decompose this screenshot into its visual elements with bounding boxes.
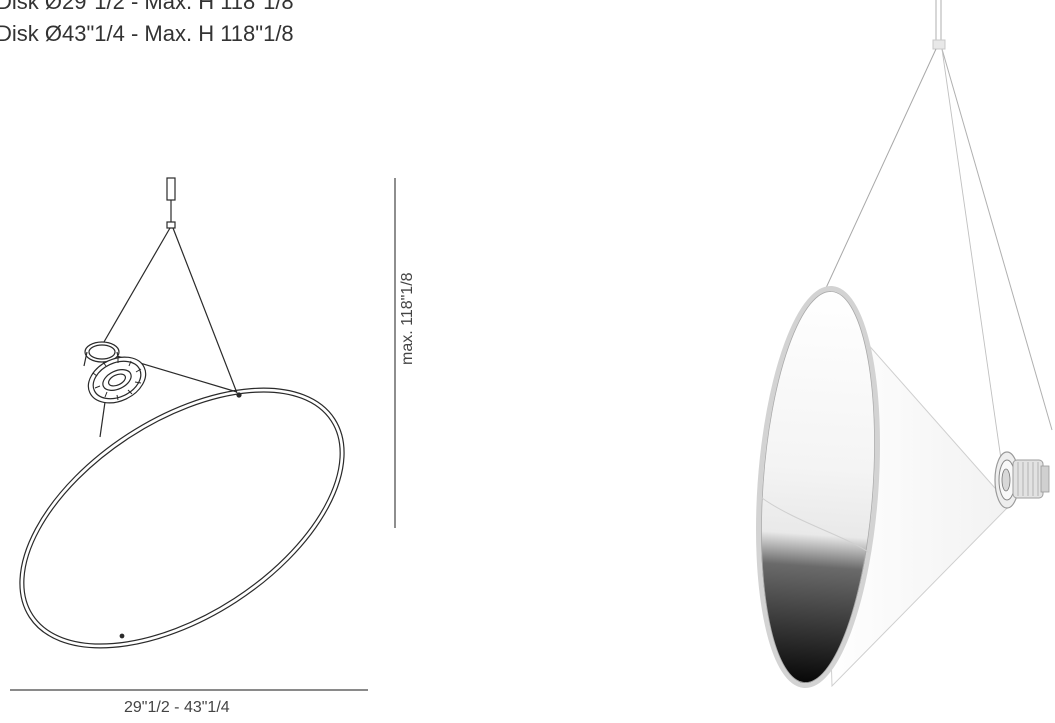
product-render xyxy=(755,0,1053,689)
render-cable-left xyxy=(825,48,937,289)
height-dimension-label: max. 118"1/8 xyxy=(399,272,416,365)
disk-ring-inner xyxy=(23,391,341,645)
left-cable xyxy=(96,227,171,355)
disk-frame xyxy=(755,285,881,689)
spec-line-small-disk: Disk Ø29"1/2 - Max. H 118"1/8 xyxy=(0,0,294,14)
spec-line-large-disk: Disk Ø43"1/4 - Max. H 118"1/8 xyxy=(0,21,294,46)
width-dimension-label: 29"1/2 - 43"1/4 xyxy=(124,699,230,716)
cable-clamp xyxy=(166,221,176,229)
render-cable-right xyxy=(941,48,1053,431)
disk-ring-outer xyxy=(19,387,345,649)
line-drawing xyxy=(10,177,396,691)
render-lamp-head xyxy=(994,451,1050,509)
ceiling-connector xyxy=(166,177,176,201)
disk-face xyxy=(758,288,878,686)
right-cable xyxy=(172,227,238,394)
ceiling-clamp xyxy=(932,39,946,50)
lamp-head xyxy=(83,341,147,404)
ring-joint xyxy=(236,392,242,398)
ring-joint-bottom xyxy=(119,633,125,639)
